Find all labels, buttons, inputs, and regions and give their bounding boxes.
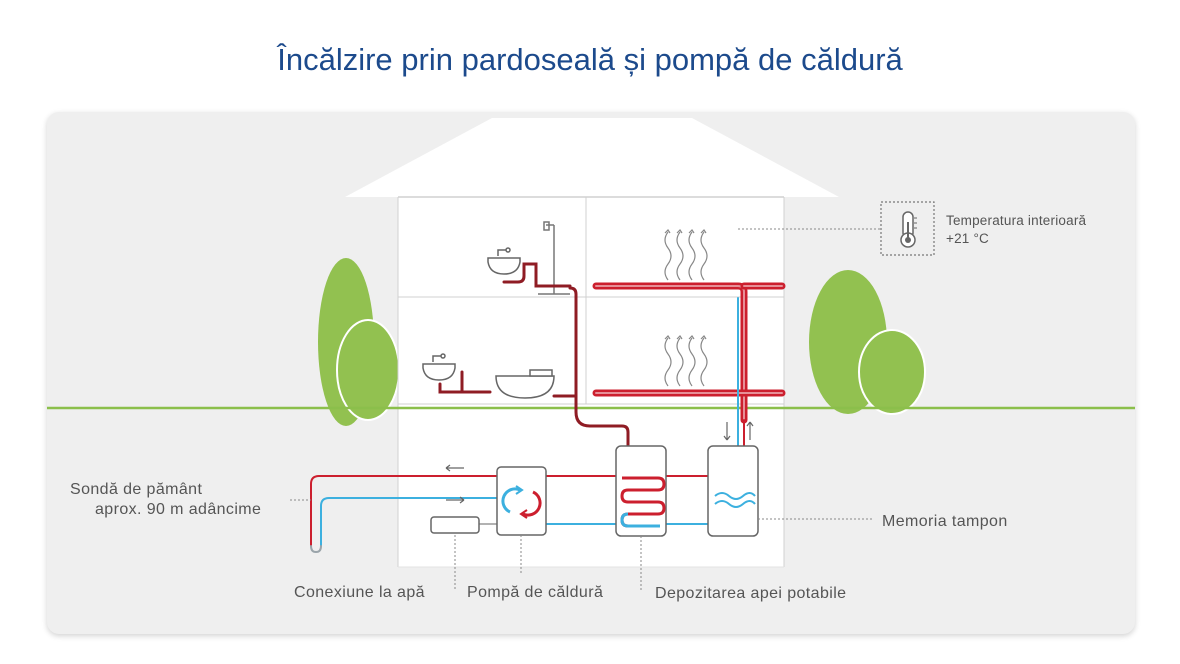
- heat-pump-cycle-icon: [501, 485, 542, 519]
- indoor-temperature-label: Temperatura interioară +21 °C: [946, 212, 1086, 248]
- buffer-tank: [707, 445, 759, 537]
- water-connection-unit: [430, 516, 480, 534]
- flow-arrows: [445, 421, 754, 504]
- heat-waves-icon: [664, 229, 708, 387]
- potable-water-tank: [615, 445, 667, 537]
- sink-icon: [487, 247, 521, 275]
- indoor-temperature-label-line1: Temperatura interioară: [946, 213, 1087, 228]
- potable-water-storage-label: Depozitarea apei potabile: [655, 585, 847, 602]
- cold-pipes: [310, 297, 739, 554]
- ground-probe-label: Sondă de pământ aprox. 90 m adâncime: [70, 480, 262, 520]
- heat-pump-unit: [496, 466, 547, 536]
- tree-right: [809, 270, 926, 415]
- bathtub-icon: [495, 369, 555, 399]
- hot-pipes: [310, 262, 786, 547]
- indoor-temperature-value: +21 °C: [946, 231, 989, 246]
- thermometer-icon: [880, 201, 935, 256]
- heat-pump-label: Pompă de căldură: [467, 584, 604, 601]
- buffer-storage-label: Memoria tampon: [882, 513, 1008, 530]
- leader-lines: [290, 228, 880, 590]
- house: [345, 118, 839, 568]
- tree-left: [318, 258, 400, 426]
- ground-probe-label-line2: aprox. 90 m adâncime: [95, 501, 262, 518]
- ground-probe-label-line1: Sondă de pământ: [70, 481, 203, 498]
- page-title: Încălzire prin pardoseală și pompă de că…: [277, 42, 903, 77]
- water-connection-label: Conexiune la apă: [294, 584, 425, 601]
- sink-icon: [422, 353, 456, 381]
